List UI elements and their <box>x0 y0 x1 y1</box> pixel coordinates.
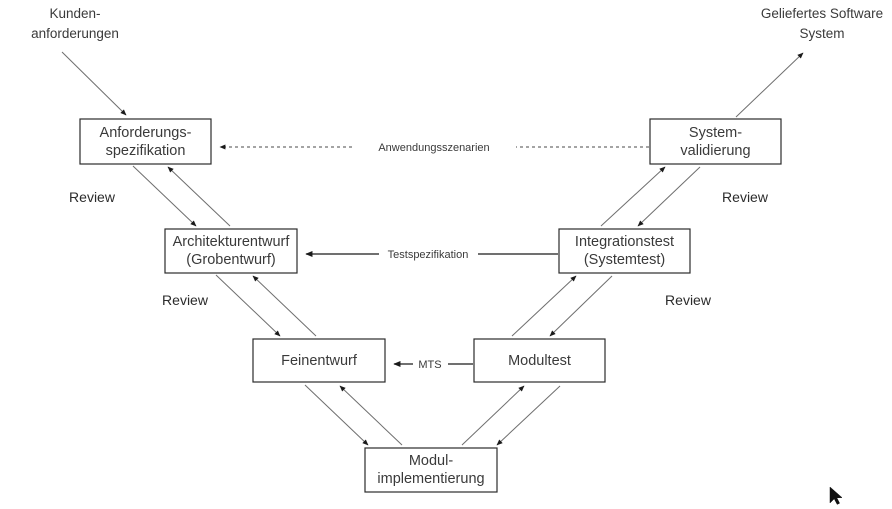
box-architekturentwurf-line-2: (Grobentwurf) <box>186 252 275 268</box>
arrow-architekturentwurf-review-up-to-anforderungsspezifikation <box>167 166 231 227</box>
label-mts: MTS <box>418 359 441 371</box>
label-testspezifikation: Testspezifikation <box>388 249 469 261</box>
label-review-left-upper: Review <box>69 189 116 205</box>
arrow-anforderungsspezifikation-to-architekturentwurf <box>132 165 197 227</box>
label-review-right-upper: Review <box>722 189 769 205</box>
box-modulimplementierung-line-2: implementierung <box>377 471 484 487</box>
arrow-integrationstest-to-systemvalidierung <box>600 166 666 227</box>
box-systemvalidierung-line-2: validierung <box>680 143 750 159</box>
label-kundenanforderungen-line-1: Kunden- <box>49 6 100 21</box>
label-geliefertes-software-system-line-1: Geliefertes Software <box>761 6 883 21</box>
box-modultest-label: Modultest <box>508 353 571 369</box>
box-anforderungsspezifikation[interactable]: Anforderungs- spezifikation <box>79 118 212 165</box>
box-feinentwurf[interactable]: Feinentwurf <box>252 338 386 383</box>
label-anwendungsszenarien: Anwendungsszenarien <box>378 142 489 154</box>
box-modulimplementierung-line-1: Modul- <box>409 453 453 469</box>
label-kundenanforderungen: Kunden- anforderungen <box>31 6 119 41</box>
mouse-cursor <box>829 486 843 505</box>
arrow-modulimplementierung-to-modultest <box>461 385 525 446</box>
box-architekturentwurf-line-1: Architekturentwurf <box>173 234 291 250</box>
box-architekturentwurf[interactable]: Architekturentwurf (Grobentwurf) <box>164 228 298 274</box>
box-integrationstest[interactable]: Integrationstest (Systemtest) <box>558 228 691 274</box>
arrow-systemvalidierung-review-down-to-integrationstest <box>637 166 701 227</box>
label-geliefertes-software-system-line-2: System <box>799 26 844 41</box>
arrow-feinentwurf-to-modulimplementierung <box>304 384 369 446</box>
label-geliefertes-software-system: Geliefertes Software System <box>761 6 883 41</box>
arrow-modultest-review-down-to-modulimplementierung <box>496 385 561 446</box>
arrow-integrationstest-review-down-to-modultest <box>549 275 613 337</box>
box-modulimplementierung[interactable]: Modul- implementierung <box>364 447 498 493</box>
arrow-kunden-to-anforderungsspezifikation <box>61 51 127 116</box>
label-review-right-lower: Review <box>665 292 712 308</box>
arrow-modulimplementierung-review-up-to-feinentwurf <box>339 385 403 446</box>
arrow-modultest-to-integrationstest <box>511 275 577 337</box>
box-systemvalidierung[interactable]: System- validierung <box>649 118 782 165</box>
arrow-feinentwurf-review-up-to-architekturentwurf <box>252 275 317 337</box>
box-anforderungsspezifikation-line-2: spezifikation <box>106 143 186 159</box>
box-integrationstest-line-1: Integrationstest <box>575 234 674 250</box>
label-kundenanforderungen-line-2: anforderungen <box>31 26 119 41</box>
box-systemvalidierung-line-1: System- <box>689 125 742 141</box>
arrow-systemvalidierung-to-geliefertes-system <box>735 52 804 118</box>
arrow-architekturentwurf-to-feinentwurf <box>215 274 281 337</box>
box-feinentwurf-label: Feinentwurf <box>281 353 358 369</box>
box-anforderungsspezifikation-line-1: Anforderungs- <box>100 125 192 141</box>
box-integrationstest-line-2: (Systemtest) <box>584 252 665 268</box>
label-review-left-lower: Review <box>162 292 209 308</box>
box-modultest[interactable]: Modultest <box>473 338 606 383</box>
